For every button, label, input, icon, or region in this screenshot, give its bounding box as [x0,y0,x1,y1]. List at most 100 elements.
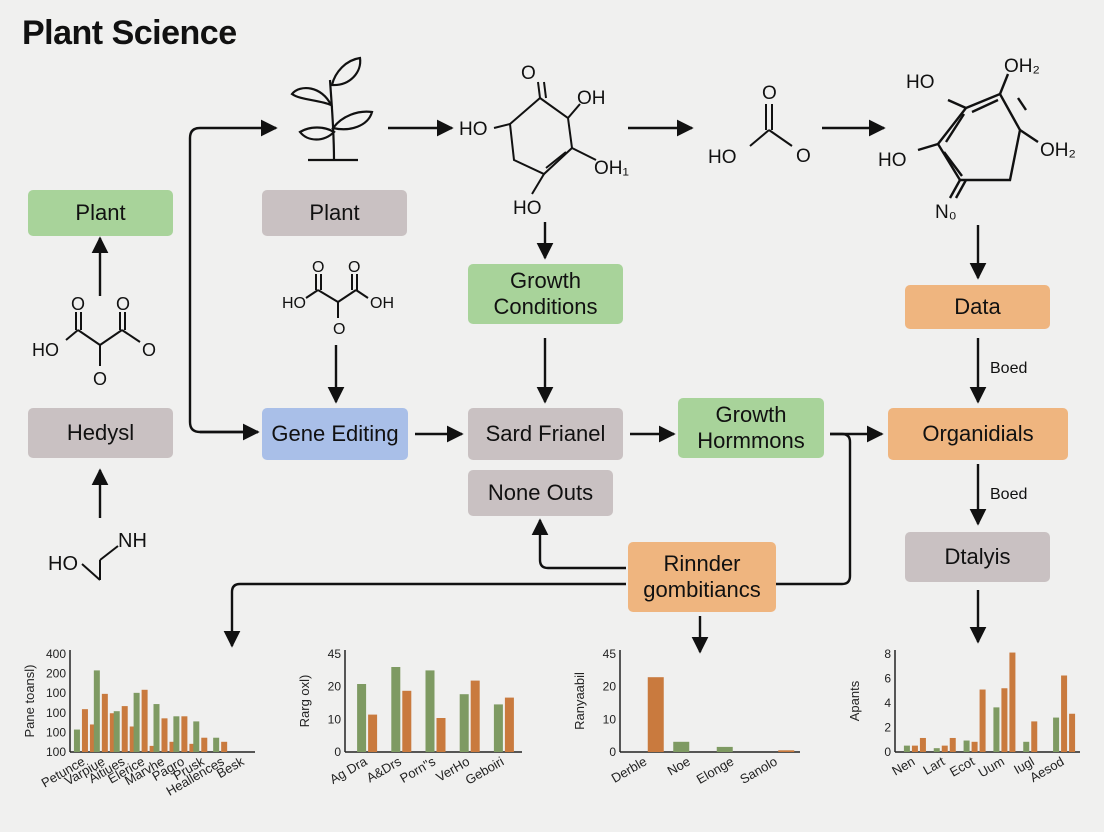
chart-2-category-label: Porn"s [397,753,438,786]
chart-4-category-label: Ecot [947,753,977,779]
chart-3-category-label: Sanolo [737,754,780,787]
molecule-3 [917,73,1039,199]
box-hedysl[interactable]: Hedysl [28,408,173,458]
chart-3-ytick: 20 [603,680,617,694]
chart-4-category-label: Uum [976,754,1007,781]
box-data[interactable]: Data [905,285,1050,329]
chart-4-bar [1023,741,1030,752]
chart-4-ylabel: Apants [847,680,862,721]
box-none-outs[interactable]: None Outs [468,470,613,516]
chart-1-bar [93,670,100,752]
chart-1-bar [149,745,156,752]
chart-4-bar [963,740,970,752]
box-rinnder-gombitiancs[interactable]: Rinnder gombitiancs [628,542,776,612]
chart-3-bar [647,677,664,752]
molecule-5 [305,274,369,318]
chart-2-ylabel: Rarg oxl) [297,675,312,728]
chart-2-ytick: 45 [328,647,342,661]
chart-1-bar [129,726,136,752]
chart-2-bar [402,690,412,752]
box-gene-editing[interactable]: Gene Editing [262,408,408,460]
chart-4-bar [903,745,910,752]
chart-4-ytick: 2 [884,721,891,735]
mol1-oh-bottom-right: OH₁ [594,158,629,179]
mol3-n0: N₀ [935,202,957,223]
chart-1-bar [201,737,208,752]
chart-1-bar [221,741,228,752]
chart-3-ylabel: Ranyaabil [572,672,587,730]
chart-3-bar [778,750,795,752]
chart-1-bar [173,716,180,752]
chart-4-bar [911,745,918,752]
chart-4-ytick: 8 [884,647,891,661]
mol5-o1: O [312,259,324,276]
box-sard-frianel[interactable]: Sard Frianel [468,408,623,460]
mol1-oh-right: OH [577,88,606,109]
chart-3-ytick: 0 [609,745,616,759]
chart-1-bar [161,718,168,752]
molecule-2 [749,104,793,147]
chart-4-bar [949,737,956,752]
box-plant-top[interactable]: Plant [262,190,407,236]
chart-1-bar [181,716,188,752]
chart-1-bar [133,692,140,752]
molecule-4 [65,312,141,366]
chart-2-category-label: Geboiri [463,754,507,788]
chart-2-bar [493,704,503,752]
chart-2-ytick: 0 [334,745,341,759]
box-plant-left[interactable]: Plant [28,190,173,236]
mol4-o2: O [116,294,130,314]
plant-sprout-icon [290,56,374,162]
mol1-ho-bottom: HO [513,198,542,219]
edge-label-boed-2: Boed [990,486,1028,503]
box-growth-hormons[interactable]: Growth Hormmons [678,398,824,458]
chart-4-bar [933,748,940,752]
chart-1-ytick: 400 [46,647,66,661]
chart-1-bar [153,704,160,752]
chart-4-ytick: 6 [884,672,891,686]
mol1-o-top: O [521,63,536,84]
chart-1-bar [101,693,108,752]
chart-4-bar [993,707,1000,752]
box-dtalyis[interactable]: Dtalyis [905,532,1050,582]
mol4-o3: O [142,340,156,360]
chart-4-bar [1053,717,1060,752]
chart-3-category-label: Elonge [694,754,737,787]
chart-1-bar [141,689,148,752]
mol1-ho-left: HO [459,119,488,140]
chart-1-bar [73,729,80,752]
mol3-ho-top-left: HO [906,72,935,93]
chart-2-bar [504,697,514,752]
box-growth-conditions[interactable]: Growth Conditions [468,264,623,324]
chart-4-bar [979,689,986,752]
chart-1-bar [189,743,196,752]
molecule-6 [81,545,119,581]
chart-3-ytick: 10 [603,712,617,726]
chart-2-bar [470,680,480,752]
mol5-oh: OH [370,295,394,312]
mol6-nh: NH [118,530,147,552]
mol4-o4: O [93,369,107,389]
chart-4-ytick: 4 [884,696,891,710]
mol2-o-right: O [796,146,811,167]
chart-1-ytick: 100 [46,745,66,759]
arrow-rinnder-to-hormons-loop [776,432,852,586]
chart-2-ytick: 20 [328,680,342,694]
mol3-ho-left: HO [878,150,907,171]
chart-4-bar [919,737,926,752]
box-organidials[interactable]: Organidials [888,408,1068,460]
chart-1-bar [193,721,200,752]
chart-4-bar [1009,652,1016,752]
chart-1-ytick: 100 [46,686,66,700]
chart-2-bar [425,670,435,752]
arrow-rinnder-to-none-outs [531,518,626,570]
chart-4-ytick: 0 [884,745,891,759]
chart-1-bar [89,724,96,752]
chart-2-bar [368,714,378,752]
mol4-o1: O [71,294,85,314]
chart-2-category-label: A&Drs [364,753,404,785]
chart-1-bar [109,713,116,752]
chart-4-bar [1061,675,1068,752]
